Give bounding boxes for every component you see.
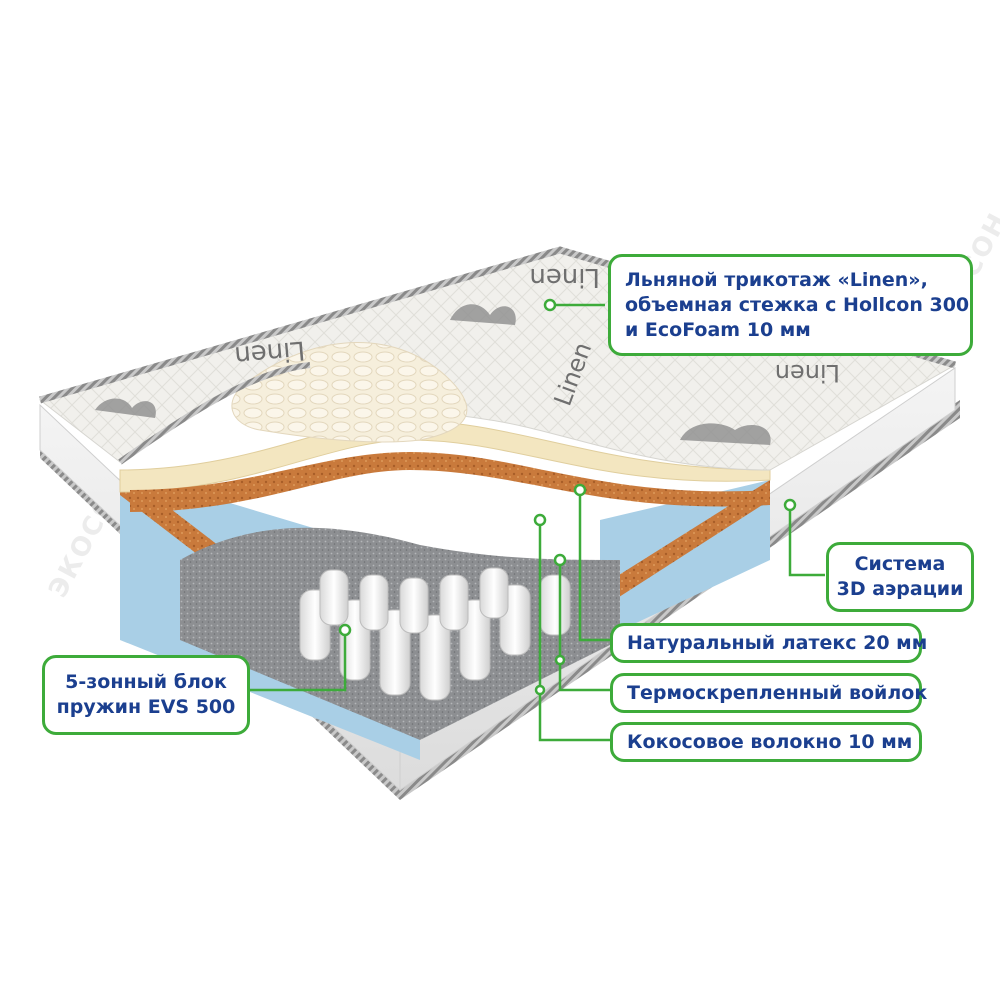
- cover-fold-edge: [118, 362, 311, 465]
- callout-cover: Льняной трикотаж «Linen», объемная стежк…: [608, 254, 973, 356]
- connector-springs: [250, 630, 347, 692]
- brand-print: Linen: [233, 334, 306, 370]
- brand-print: Linen: [529, 262, 600, 292]
- connector-felt: [558, 560, 610, 692]
- dot-latex: [573, 483, 587, 497]
- brand-print: Linen: [775, 359, 840, 387]
- dot-felt-lower: [554, 654, 566, 666]
- dot-coir-lower: [534, 684, 546, 696]
- callout-aeration: Система 3D аэрации: [826, 542, 974, 612]
- dot-coir: [533, 513, 547, 527]
- dot-aeration: [783, 498, 797, 512]
- dot-cover: [543, 298, 557, 312]
- dot-springs: [338, 623, 352, 637]
- connector-latex: [578, 490, 610, 642]
- spring-block: [299, 567, 571, 701]
- connector-aeration: [788, 505, 825, 577]
- callout-felt: Термоскрепленный войлок: [610, 673, 927, 713]
- callout-coir: Кокосовое волокно 10 мм: [610, 722, 922, 762]
- connector-coir: [538, 520, 610, 742]
- coir-curve: [130, 452, 770, 512]
- callout-springs: 5-зонный блок пружин EVS 500: [42, 655, 250, 735]
- dot-felt: [553, 553, 567, 567]
- emblem-icon: [95, 304, 771, 445]
- callout-latex: Натуральный латекс 20 мм: [610, 623, 927, 663]
